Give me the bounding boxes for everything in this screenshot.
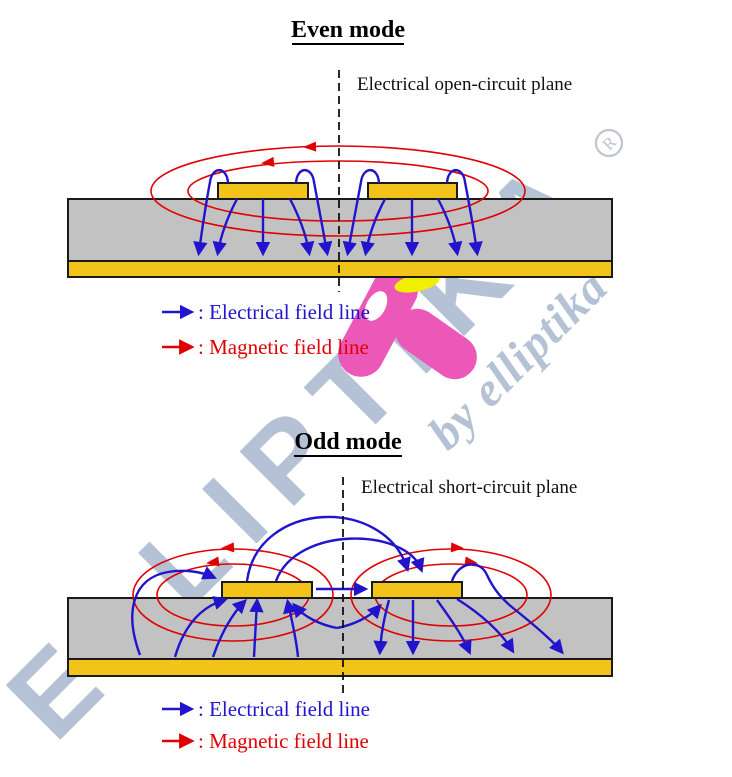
electric-field-line xyxy=(211,598,248,658)
electric-field-line xyxy=(212,198,239,257)
registered-trademark-icon: R xyxy=(594,128,624,158)
electric-field-line xyxy=(274,537,425,582)
legend-electric-label: : Electrical field line xyxy=(198,697,370,721)
odd-mode-diagram: Odd mode xyxy=(67,429,613,753)
electric-field-line xyxy=(131,566,217,656)
microstrip-left xyxy=(221,581,313,599)
electric-field-line xyxy=(283,598,300,658)
legend-magnetic-label: : Magnetic field line xyxy=(198,729,369,753)
microstrip-right xyxy=(371,581,463,599)
legend-electric-label: : Electrical field line xyxy=(198,300,370,324)
magnetic-arrowhead xyxy=(261,156,275,167)
magnetic-field-loop-inner xyxy=(187,160,489,222)
legend-magnetic-label: : Magnetic field line xyxy=(198,335,369,359)
odd-mode-title: Odd mode xyxy=(294,429,402,455)
electric-field-line xyxy=(292,602,338,630)
electric-field-line xyxy=(249,597,264,658)
electric-field-line xyxy=(193,168,230,257)
odd-plane-label: Electrical short-circuit plane xyxy=(361,477,577,498)
even-mode-title: Even mode xyxy=(291,17,405,43)
electric-field-line xyxy=(373,599,391,656)
microstrip-left xyxy=(217,182,309,200)
magnetic-arrowhead xyxy=(450,542,464,553)
ground-plane xyxy=(67,260,613,278)
ground-plane xyxy=(67,658,613,677)
electric-field-lines-even xyxy=(193,168,483,257)
odd-legend: : Electrical field line : Magnetic field… xyxy=(162,697,370,753)
electric-field-line xyxy=(445,168,483,257)
even-mode-diagram: Even mode Electrical open-circuit plane … xyxy=(67,17,613,359)
magnetic-arrowhead xyxy=(206,556,220,567)
magnetic-field-loop-outer xyxy=(150,145,526,237)
electric-field-line xyxy=(342,168,381,257)
electric-field-line xyxy=(436,599,472,655)
electric-field-lines-odd xyxy=(131,515,564,658)
electric-field-line xyxy=(360,198,387,257)
electric-field-line xyxy=(294,168,333,257)
microstrip-right xyxy=(367,182,458,200)
even-legend: : Electrical field line : Magnetic field… xyxy=(162,300,370,359)
electric-field-line xyxy=(173,596,229,658)
magnetic-arrowhead xyxy=(303,141,317,152)
registered-r-glyph: R xyxy=(599,132,621,154)
magnetic-arrowhead xyxy=(221,542,235,553)
watermark-logo-mark-icon xyxy=(338,267,477,380)
substrate xyxy=(67,198,613,262)
electric-field-line xyxy=(436,198,463,257)
electric-field-line xyxy=(336,603,382,630)
even-plane-label: Electrical open-circuit plane xyxy=(357,74,572,95)
electric-field-line xyxy=(288,198,315,257)
electric-field-line xyxy=(456,597,515,654)
electric-field-line xyxy=(450,563,564,655)
